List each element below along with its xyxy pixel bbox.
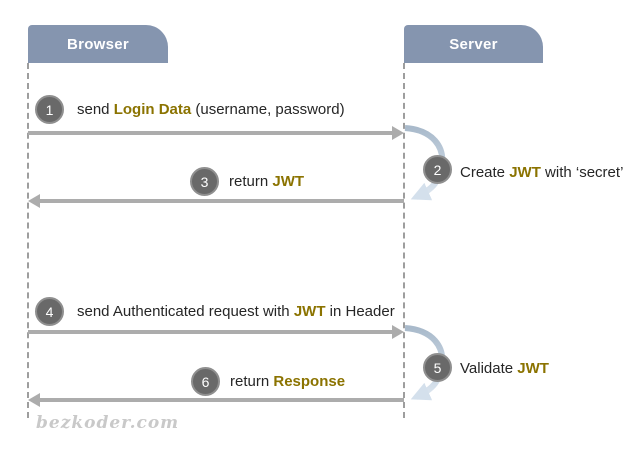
step-3-badge: 3 <box>190 167 219 196</box>
server-lifeline <box>403 63 405 418</box>
step-3-label: return JWT <box>229 173 305 190</box>
step-6-label: return Response <box>230 373 346 390</box>
step-1-number: 1 <box>45 101 54 118</box>
step-1-badge: 1 <box>35 95 64 124</box>
message-arrow-return-response <box>28 393 404 407</box>
message-arrow-return-jwt <box>28 194 404 208</box>
actor-browser-label: Browser <box>66 35 130 53</box>
step-4-label: send Authenticated request with JWT in H… <box>77 303 395 320</box>
message-arrow-login <box>28 126 404 140</box>
step-5-label: Validate JWT <box>460 360 549 377</box>
step-1-label: send Login Data (username, password) <box>77 101 345 118</box>
step-2-number: 2 <box>433 161 442 178</box>
step-6-badge: 6 <box>191 367 220 396</box>
step-2-badge: 2 <box>423 155 452 184</box>
step-4-number: 4 <box>45 303 54 320</box>
actor-server-label: Server <box>449 35 498 53</box>
step-2-label: Create JWT with ‘secret’ <box>460 164 624 181</box>
actor-server: Server <box>404 25 543 63</box>
step-6-number: 6 <box>201 373 210 390</box>
step-5-number: 5 <box>433 359 442 376</box>
message-arrow-authenticated-request <box>28 325 404 339</box>
step-3-number: 3 <box>200 173 209 190</box>
step-5-badge: 5 <box>423 353 452 382</box>
step-4-badge: 4 <box>35 297 64 326</box>
watermark: bezkoder.com <box>36 413 180 433</box>
actor-browser: Browser <box>28 25 168 63</box>
browser-lifeline <box>27 63 29 418</box>
